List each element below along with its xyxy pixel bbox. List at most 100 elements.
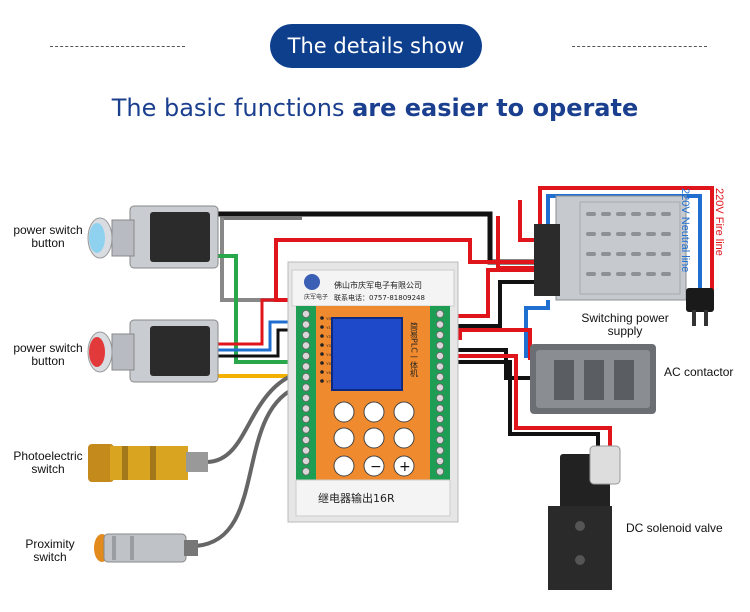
- vent-slot: [616, 272, 626, 276]
- vent-slot: [646, 232, 656, 236]
- terminal-screw: [435, 341, 444, 350]
- switching-power-supply: [534, 195, 687, 301]
- plc-key-plus-label: +: [399, 459, 411, 475]
- terminal-screw: [301, 362, 310, 371]
- wire-black-plc-out: [444, 280, 560, 328]
- plc-led-label: Y5: [326, 361, 332, 366]
- plc-bottom-label: 继电器输出16R: [318, 491, 395, 505]
- power-switch-button-top[interactable]: [87, 205, 219, 269]
- plc-led-label: Y6: [326, 370, 332, 375]
- terminal-screw: [301, 372, 310, 381]
- plc-key-7[interactable]: [333, 455, 355, 477]
- vent-slot: [631, 252, 641, 256]
- terminal-screw: [435, 383, 444, 392]
- vent-slot: [646, 252, 656, 256]
- vent-slot: [616, 212, 626, 216]
- terminal-screw: [435, 456, 444, 465]
- plc-led-label: Y7: [326, 379, 332, 384]
- plc-company-name: 佛山市庆军电子有限公司: [334, 280, 422, 290]
- vent-slot: [586, 252, 596, 256]
- terminal-screw: [301, 425, 310, 434]
- plc-key-5[interactable]: [363, 427, 385, 449]
- terminal-screw: [435, 309, 444, 318]
- terminal-screw: [301, 456, 310, 465]
- plc-led: [320, 361, 324, 365]
- label-power-switch-top-line1: power switch: [13, 223, 83, 237]
- photoelectric-sensor: [88, 444, 208, 482]
- cable-photoelectric: [207, 370, 301, 464]
- terminal-screw: [301, 351, 310, 360]
- plc-key-3[interactable]: [393, 401, 415, 423]
- plc-key-2[interactable]: [363, 401, 385, 423]
- plc-led-label: Y4: [326, 352, 332, 357]
- wire-gray-top-button: [220, 216, 302, 232]
- wire-green-top-button: [210, 254, 302, 364]
- plc-keypad[interactable]: −+: [333, 401, 415, 477]
- vent-slot: [646, 212, 656, 216]
- plc-key-plus[interactable]: [393, 455, 415, 477]
- label-switching-power-line2: supply: [607, 324, 643, 338]
- plc-led-label: Y0: [326, 316, 332, 321]
- terminal-screw: [301, 320, 310, 329]
- terminal-screw: [435, 372, 444, 381]
- vent-slot: [601, 232, 611, 236]
- terminal-screw: [435, 320, 444, 329]
- vent-slot: [616, 232, 626, 236]
- plc-led: [320, 316, 324, 320]
- headline-bold: are easier to operate: [352, 94, 639, 122]
- label-ac-contactor-text: AC contactor: [664, 365, 734, 379]
- plc-key-4[interactable]: [333, 427, 355, 449]
- power-plug-icon: [686, 288, 714, 326]
- terminal-screw: [301, 435, 310, 444]
- vent-slot: [661, 252, 671, 256]
- wire-red-psu-loop: [518, 200, 540, 242]
- terminal-screw: [435, 362, 444, 371]
- header-divider-right: [572, 46, 707, 47]
- vent-slot: [631, 232, 641, 236]
- label-fire-line-text: 220V Fire line: [713, 188, 725, 256]
- dc-solenoid-valve: [548, 445, 621, 590]
- terminal-block-right: [435, 309, 444, 476]
- terminal-screw: [435, 425, 444, 434]
- plc-key-6[interactable]: [393, 427, 415, 449]
- terminal-screw: [301, 383, 310, 392]
- plc-led-label: Y1: [326, 325, 332, 330]
- terminal-screw: [435, 330, 444, 339]
- label-proximity-line2: switch: [33, 550, 67, 564]
- plc-contact-phone: 联系电话：0757-81809248: [334, 293, 425, 302]
- wire-red-plc-out1: [444, 268, 560, 318]
- page-headline: The basic functions are easier to operat…: [0, 94, 750, 122]
- terminal-screw: [435, 393, 444, 402]
- plc-key-1[interactable]: [333, 401, 355, 423]
- label-ac-contactor: AC contactor: [664, 366, 733, 379]
- vent-slot: [586, 272, 596, 276]
- label-dc-valve-text: DC solenoid valve: [626, 521, 723, 535]
- label-proximity-line1: Proximity: [25, 537, 75, 551]
- vent-slot: [661, 232, 671, 236]
- plc-key-minus[interactable]: [363, 455, 385, 477]
- plc-led: [320, 352, 324, 356]
- wire-blue-bottom-button: [212, 320, 302, 352]
- plc-led-label: Y3: [326, 343, 332, 348]
- power-switch-button-bottom[interactable]: [87, 319, 219, 383]
- plc-led-label: Y2: [326, 334, 332, 339]
- details-show-badge: The details show: [270, 24, 482, 68]
- proximity-sensor: [94, 533, 198, 563]
- vent-slot: [616, 252, 626, 256]
- terminal-screw: [301, 330, 310, 339]
- vent-slot: [601, 272, 611, 276]
- terminal-screw: [301, 414, 310, 423]
- power-supply-vents: [586, 212, 671, 276]
- vent-slot: [646, 272, 656, 276]
- label-dc-solenoid-valve: DC solenoid valve: [626, 522, 723, 535]
- vent-slot: [631, 272, 641, 276]
- vent-slot: [661, 272, 671, 276]
- terminal-screw: [301, 467, 310, 476]
- vent-slot: [661, 212, 671, 216]
